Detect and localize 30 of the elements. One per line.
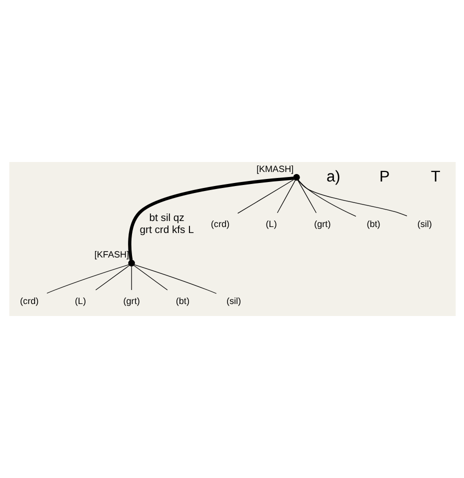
connector	[130, 266, 132, 290]
connector	[132, 265, 168, 290]
node-circle	[128, 260, 134, 266]
label: a)	[326, 168, 340, 186]
connector	[133, 264, 216, 294]
node-text: (bt)	[175, 296, 189, 306]
node-text: (crd)	[210, 218, 230, 229]
node-text: (sil)	[226, 296, 241, 306]
connector	[297, 180, 407, 216]
connector	[296, 180, 316, 214]
edge-label: grt crd kfs L	[139, 224, 194, 236]
node-label: [KMASH]	[256, 164, 294, 174]
connector	[276, 180, 296, 214]
node-circle	[292, 174, 300, 181]
node-text: (grt)	[122, 296, 140, 306]
node-text: (crd)	[20, 296, 38, 306]
node-text: (sil)	[416, 218, 432, 229]
node-text: (L)	[265, 218, 276, 229]
connector	[128, 176, 294, 260]
node-label: [KFASH]	[94, 250, 129, 260]
edge-label: bt sil qz	[148, 213, 184, 224]
connector	[297, 180, 356, 217]
label: T	[430, 168, 440, 186]
node-text: (grt)	[314, 218, 330, 229]
connector	[46, 264, 129, 294]
connector	[236, 179, 294, 214]
connector	[94, 265, 130, 290]
label: P	[378, 168, 390, 186]
node-text: (bt)	[366, 218, 380, 229]
node-text: (L)	[74, 296, 86, 306]
